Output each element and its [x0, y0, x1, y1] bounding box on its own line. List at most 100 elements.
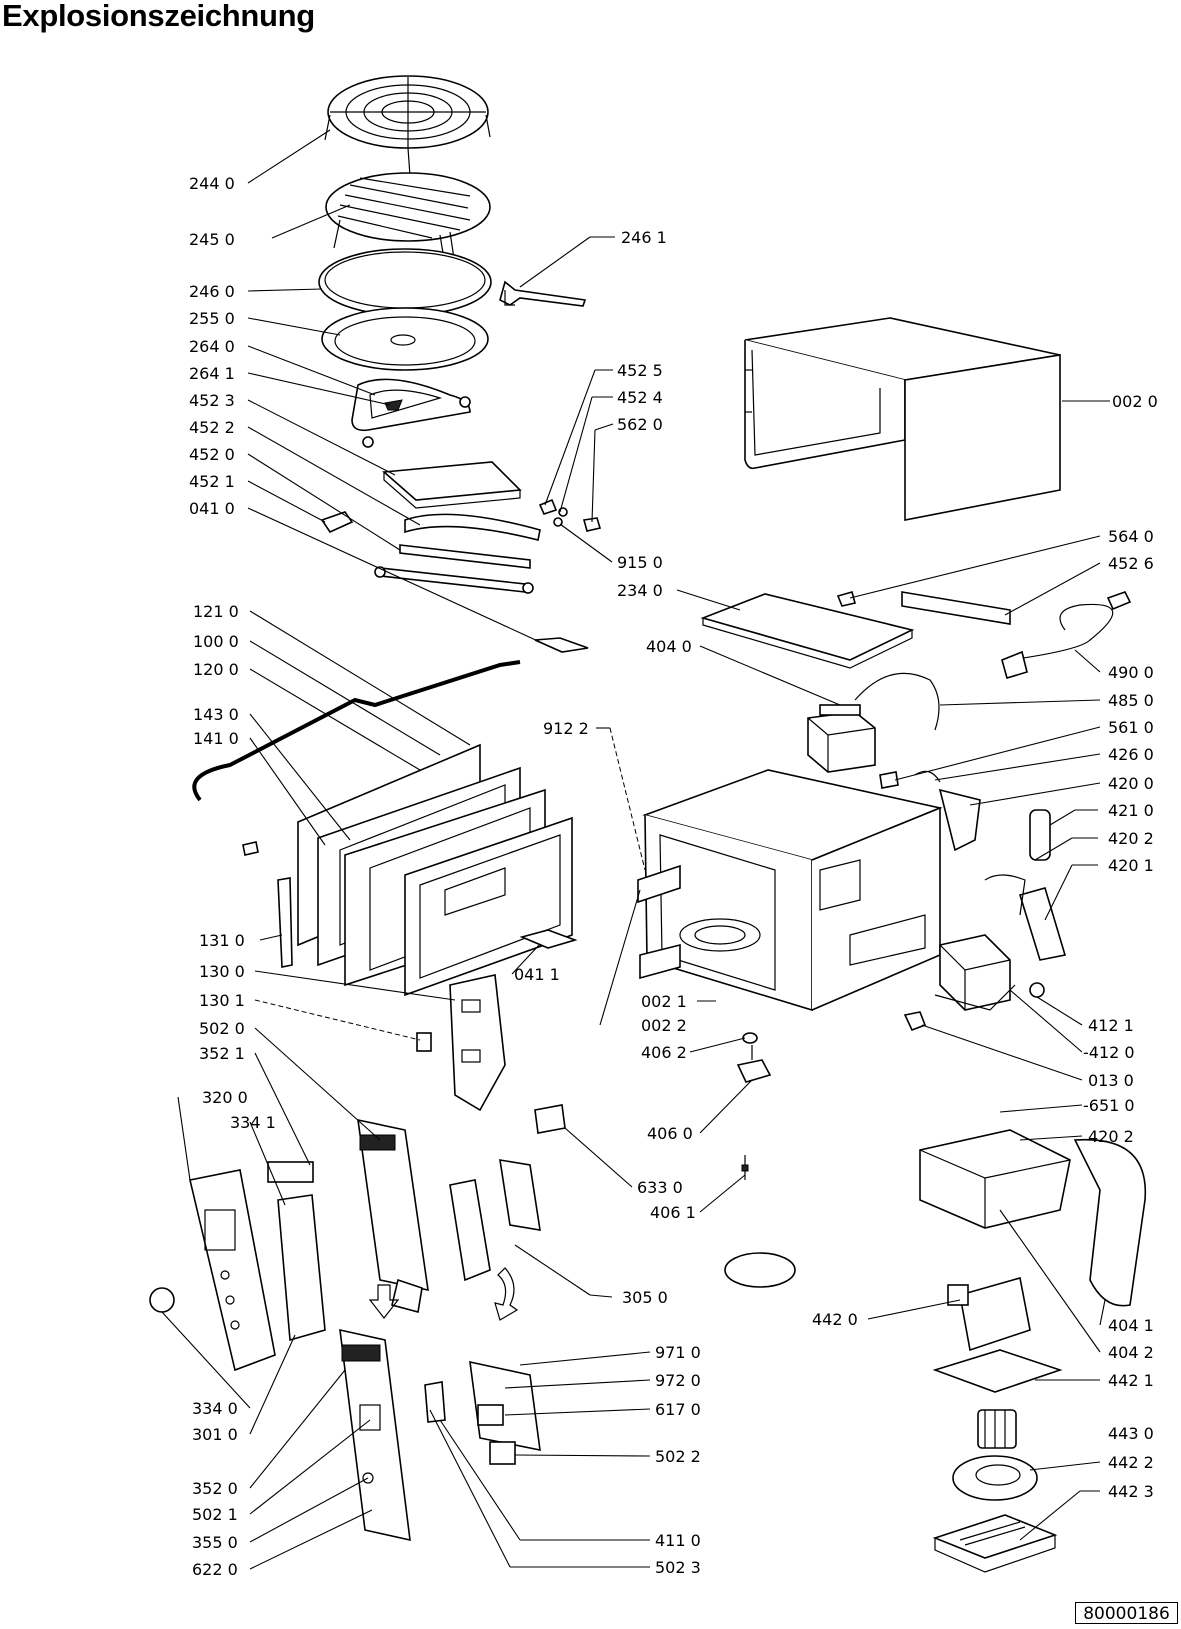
label-352-1: 352 1: [199, 1044, 245, 1063]
door-assembly-part: [277, 743, 573, 997]
door-screw-part: [242, 841, 259, 856]
label-404-2: 404 2: [1108, 1343, 1154, 1362]
waveguide-cover-part: [724, 1252, 796, 1288]
label-485-0: 485 0: [1108, 691, 1154, 710]
label-234-0: 234 0: [617, 581, 663, 600]
lamp-tube-part: [901, 591, 1011, 625]
screw-part: [741, 1155, 749, 1180]
magnetron-part: [807, 704, 876, 773]
grill-rack-part: [324, 75, 491, 177]
label-617-0: 617 0: [655, 1400, 701, 1419]
grill-holder-part: [382, 461, 522, 509]
label-130-1: 130 1: [199, 991, 245, 1010]
label-564-0: 564 0: [1108, 527, 1154, 546]
microswitch-part: [416, 1032, 432, 1052]
label-561-0: 561 0: [1108, 718, 1154, 737]
label-255-0: 255 0: [189, 309, 235, 328]
door-gasket-part: [192, 660, 521, 802]
label-420-0: 420 0: [1108, 774, 1154, 793]
top-plate-part: [700, 593, 915, 669]
display-board-top-part: [357, 1118, 429, 1314]
mains-cable-part: [854, 591, 1132, 731]
power-board-part: [424, 1360, 541, 1465]
label-264-0: 264 0: [189, 337, 235, 356]
label-121-0: 121 0: [193, 602, 239, 621]
label-406-1: 406 1: [650, 1203, 696, 1222]
label-442-0: 442 0: [812, 1310, 858, 1329]
label-320-0: 320 0: [202, 1088, 248, 1107]
label-131-0: 131 0: [199, 931, 245, 950]
capacitor-bracket-part: [984, 874, 1067, 961]
fan-gasket-part: [952, 1455, 1038, 1501]
label-002-1: 002 1: [641, 992, 687, 1011]
label-452-5: 452 5: [617, 361, 663, 380]
filter-box-part: [932, 1514, 1058, 1573]
turntable-motor-part: [736, 1032, 772, 1083]
oven-cavity-part: [642, 769, 943, 1012]
part-564: [836, 591, 856, 607]
label-355-0: 355 0: [192, 1533, 238, 1552]
label-411-0: 411 0: [655, 1531, 701, 1550]
label-041-0: 041 0: [189, 499, 235, 518]
label-406-0: 406 0: [647, 1124, 693, 1143]
label-334-0: 334 0: [192, 1399, 238, 1418]
control-panel-front-part: [149, 1169, 276, 1372]
label-245-0: 245 0: [189, 230, 235, 249]
label-412-1: 412 1: [1088, 1016, 1134, 1035]
label-246-0: 246 0: [189, 282, 235, 301]
label-264-1: 264 1: [189, 364, 235, 383]
label-130-0: 130 0: [199, 962, 245, 981]
label-442-3: 442 3: [1108, 1482, 1154, 1501]
keypad-pcb-part: [267, 1161, 326, 1342]
label-404-1: 404 1: [1108, 1316, 1154, 1335]
label-633-0: 633 0: [637, 1178, 683, 1197]
side-brackets-part: [637, 864, 681, 980]
element-clip-part: [320, 511, 354, 534]
label-452-4: 452 4: [617, 388, 663, 407]
label-442-1: 442 1: [1108, 1371, 1154, 1390]
crisp-plate-handle-part: [499, 280, 587, 307]
label-502-0: 502 0: [199, 1019, 245, 1038]
fan-motor-part: [932, 1276, 1063, 1393]
reflector-part: [404, 513, 541, 541]
label-452-0: 452 0: [189, 445, 235, 464]
label-452-3: 452 3: [189, 391, 235, 410]
assembly-arrows: [368, 1267, 519, 1321]
label-143-0: 143 0: [193, 705, 239, 724]
connector-parts: [538, 498, 602, 532]
document-number-box: 80000186: [1075, 1602, 1178, 1624]
label-971-0: 971 0: [655, 1343, 701, 1362]
label-420-1: 420 1: [1108, 856, 1154, 875]
label-502-2: 502 2: [655, 1447, 701, 1466]
rotating-ring-part: [351, 378, 471, 448]
label-442-2: 442 2: [1108, 1453, 1154, 1472]
label-490-0: 490 0: [1108, 663, 1154, 682]
label-622-0: 622 0: [192, 1560, 238, 1579]
label-301-0: 301 0: [192, 1425, 238, 1444]
page-title: Explosionszeichnung: [2, 0, 315, 33]
label-305-0: 305 0: [622, 1288, 668, 1307]
display-board-bottom-part: [339, 1328, 411, 1542]
label-013-0: 013 0: [1088, 1071, 1134, 1090]
label-420-2: 420 2: [1108, 829, 1154, 848]
part-labels: 244 0 245 0 246 0 255 0 264 0 264 1 452 …: [189, 174, 1158, 1579]
label-452-2: 452 2: [189, 418, 235, 437]
label-452-1: 452 1: [189, 472, 235, 491]
grill-heating-element-part: [374, 544, 534, 594]
leader-lines: [161, 129, 1110, 1570]
thermal-switch-parts: [879, 770, 941, 789]
label-972-0: 972 0: [655, 1371, 701, 1390]
label-041-1: 041 1: [514, 965, 560, 984]
label-420-2b: 420 2: [1088, 1127, 1134, 1146]
turntable-glass-part: [321, 307, 489, 371]
module-305-part: [449, 1159, 541, 1282]
label-100-0: 100 0: [193, 632, 239, 651]
label-352-0: 352 0: [192, 1479, 238, 1498]
feet-parts: [903, 982, 1045, 1032]
label-426-0: 426 0: [1108, 745, 1154, 764]
label-915-0: 915 0: [617, 553, 663, 572]
label-002-0: 002 0: [1112, 392, 1158, 411]
label-443-0: 443 0: [1108, 1424, 1154, 1443]
label-406-2: 406 2: [641, 1043, 687, 1062]
